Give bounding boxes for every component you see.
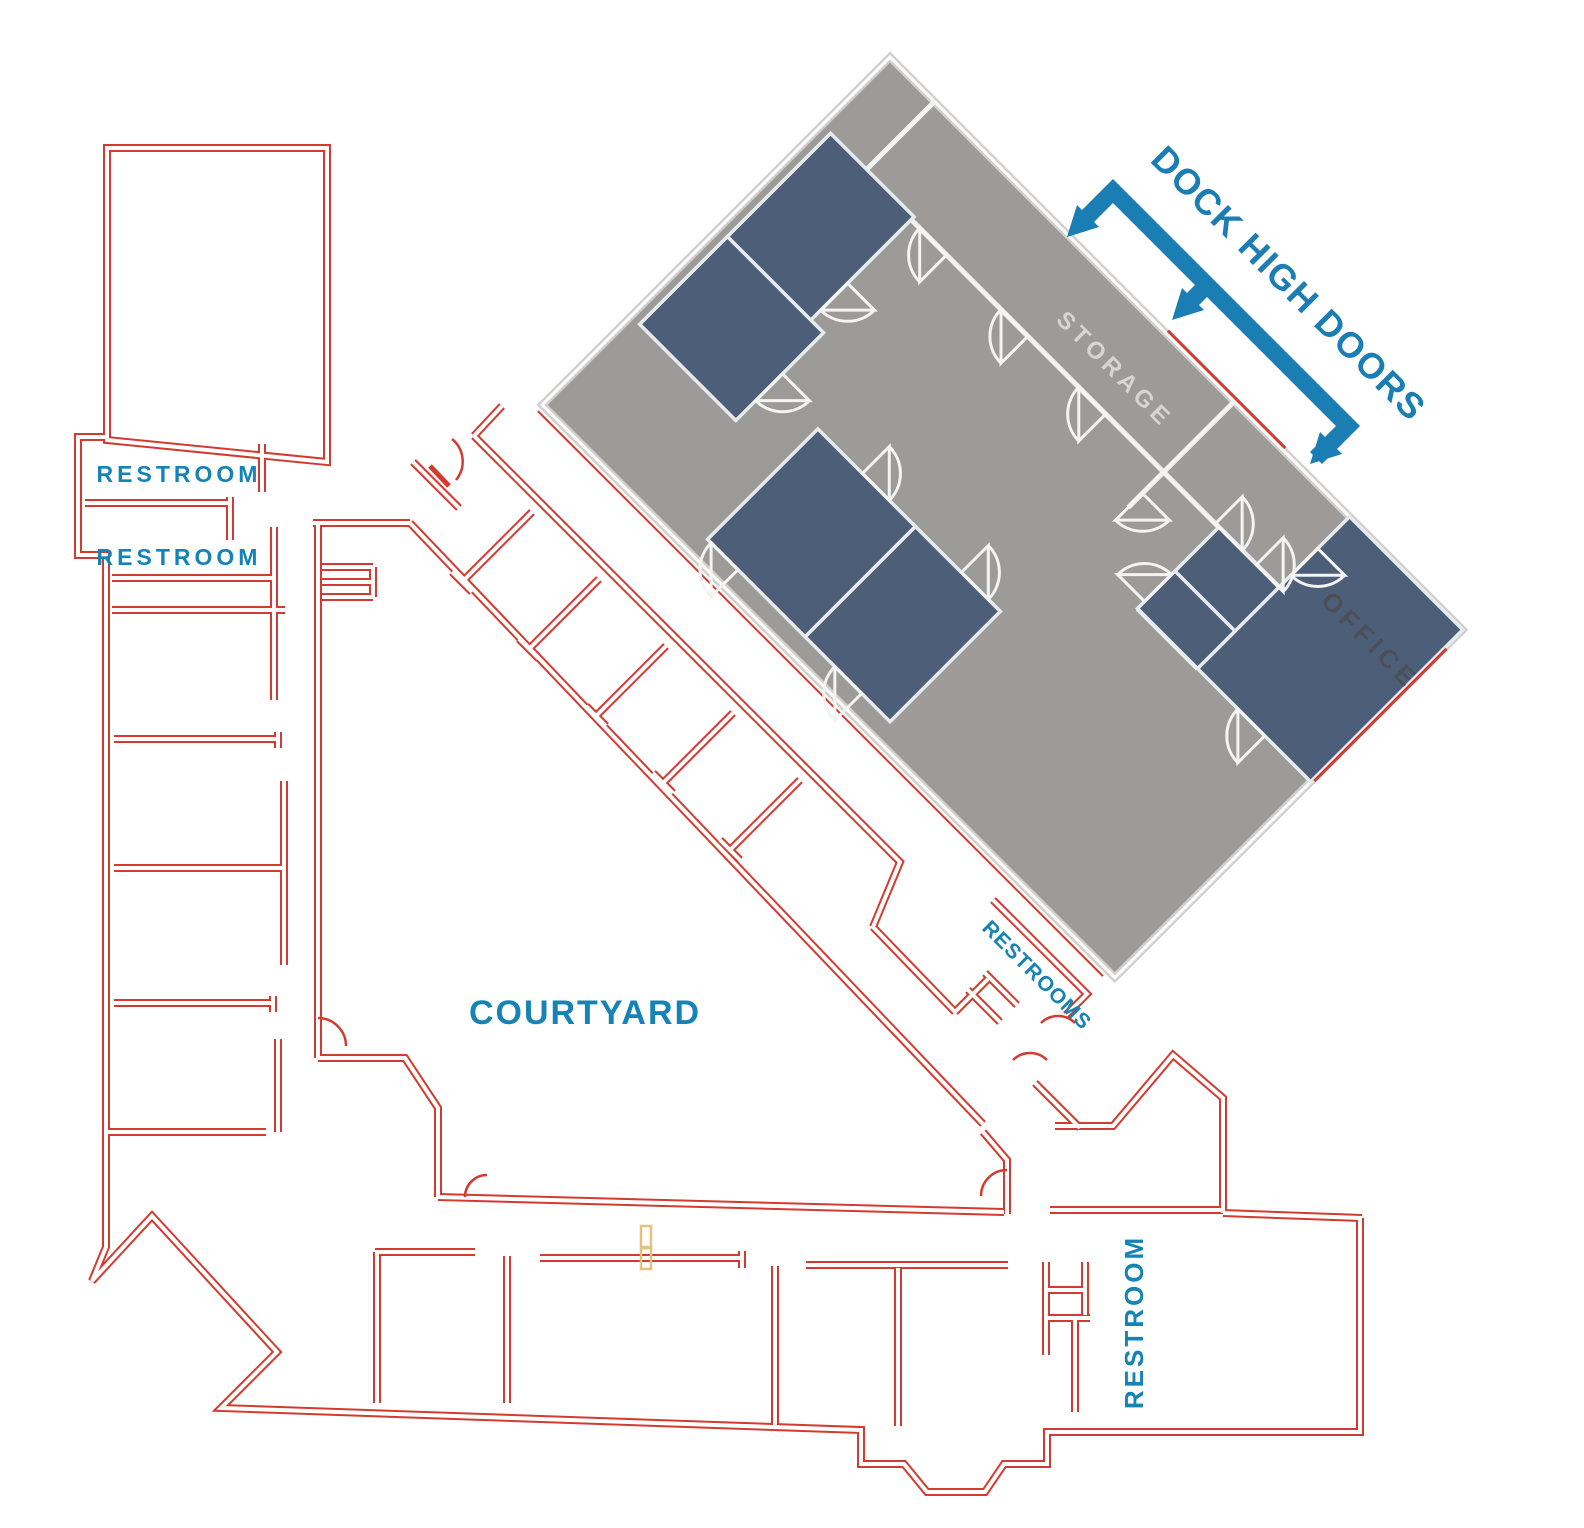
- courtyard-left-door-arc: [317, 1016, 348, 1047]
- warehouse-building: STORAGE OFFICE: [536, 51, 1469, 984]
- dock-high-doors-arrows: [1067, 178, 1361, 465]
- dock-arrow-bracket: [1071, 178, 1361, 465]
- storage-corridor-walls: [862, 99, 1281, 671]
- building-edge-highlight: [539, 54, 1465, 980]
- dock-arrow-head-middle: [1172, 288, 1204, 320]
- restrooms-cluster-door-arc-1: [1012, 1051, 1048, 1061]
- courtyard-bottom-door-arc: [463, 1173, 488, 1198]
- dock-arrow-head-bottom: [1310, 432, 1342, 464]
- dock-arrow-head-top: [1067, 205, 1099, 237]
- dock-edge-red-line: [1166, 329, 1287, 450]
- courtyard-chamfer-door-arc: [979, 1168, 1008, 1197]
- yellow-marker-bottom: [639, 1246, 653, 1271]
- corridor-entrance-door-leaf: [428, 464, 451, 488]
- restroom-bottom-label: RESTROOM: [1119, 1235, 1149, 1409]
- office-edge-red-line: [1313, 647, 1448, 783]
- building-footprint: [536, 51, 1469, 984]
- yellow-marker-top: [639, 1224, 653, 1249]
- courtyard-label: COURTYARD: [469, 994, 701, 1032]
- restroom-lower-label: RESTROOM: [97, 544, 262, 570]
- corridor-entrance-door-arc: [451, 438, 464, 481]
- restroom-upper-label: RESTROOM: [97, 461, 262, 487]
- restrooms-cluster-door-arc-2: [1040, 1014, 1076, 1024]
